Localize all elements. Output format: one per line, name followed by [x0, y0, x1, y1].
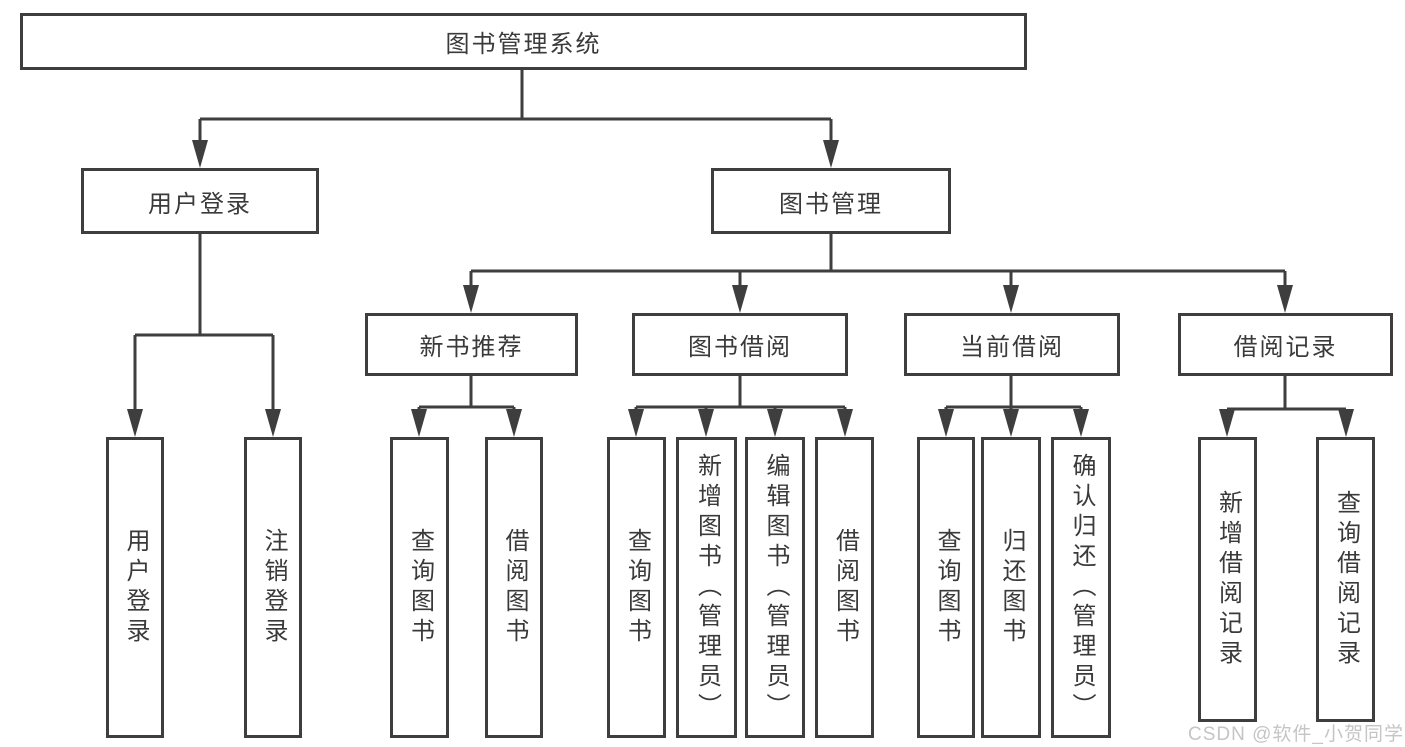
box-user-login: 用户登录 [81, 168, 319, 234]
box-leaf-user-login: 用户登录 [106, 437, 164, 738]
leaf-query-books-current-label: 查询图书 [933, 527, 960, 648]
leaf-confirm-return-admin-label: 确认归还（管理员） [1068, 452, 1095, 723]
leaf-edit-books-admin-label: 编辑图书（管理员） [762, 452, 789, 723]
box-leaf-edit-books-admin: 编辑图书（管理员） [745, 437, 805, 738]
leaf-query-books-newrec-label: 查询图书 [406, 527, 434, 648]
box-leaf-borrow-books-borrowing: 借阅图书 [815, 437, 874, 738]
box-book-borrowing: 图书借阅 [632, 313, 848, 376]
arrowheads [127, 140, 1354, 437]
box-leaf-add-books-admin: 新增图书（管理员） [676, 437, 737, 738]
box-leaf-logout: 注销登录 [244, 437, 302, 738]
leaf-borrow-books-newrec-label: 借阅图书 [501, 527, 528, 648]
box-leaf-query-books-borrowing: 查询图书 [607, 437, 666, 738]
box-book-management: 图书管理 [711, 168, 951, 234]
box-leaf-return-books: 归还图书 [981, 437, 1041, 738]
leaf-borrow-books-borrowing-label: 借阅图书 [831, 527, 859, 648]
leaf-return-books-label: 归还图书 [998, 527, 1025, 648]
box-leaf-query-books-newrec: 查询图书 [390, 437, 449, 738]
box-leaf-borrow-books-newrec: 借阅图书 [485, 437, 543, 738]
leaf-logout-label: 注销登录 [260, 527, 287, 648]
leaf-add-books-admin-label: 新增图书（管理员） [693, 452, 721, 723]
leaf-user-login-label: 用户登录 [122, 527, 149, 648]
box-current-borrowing: 当前借阅 [904, 313, 1120, 376]
box-new-book-recommendation: 新书推荐 [365, 313, 578, 376]
box-leaf-query-books-current: 查询图书 [917, 437, 975, 738]
box-leaf-confirm-return-admin: 确认归还（管理员） [1051, 437, 1111, 738]
leaf-query-books-borrowing-label: 查询图书 [623, 527, 651, 648]
box-root-system: 图书管理系统 [20, 13, 1027, 70]
leaf-query-borrow-record-label: 查询借阅记录 [1332, 489, 1360, 670]
box-borrowing-records: 借阅记录 [1178, 313, 1393, 376]
leaf-add-borrow-record-label: 新增借阅记录 [1214, 489, 1242, 670]
box-leaf-add-borrow-record: 新增借阅记录 [1198, 437, 1257, 722]
box-leaf-query-borrow-record: 查询借阅记录 [1316, 437, 1375, 722]
csdn-watermark: CSDN @软件_小贺同学 [1188, 724, 1404, 745]
